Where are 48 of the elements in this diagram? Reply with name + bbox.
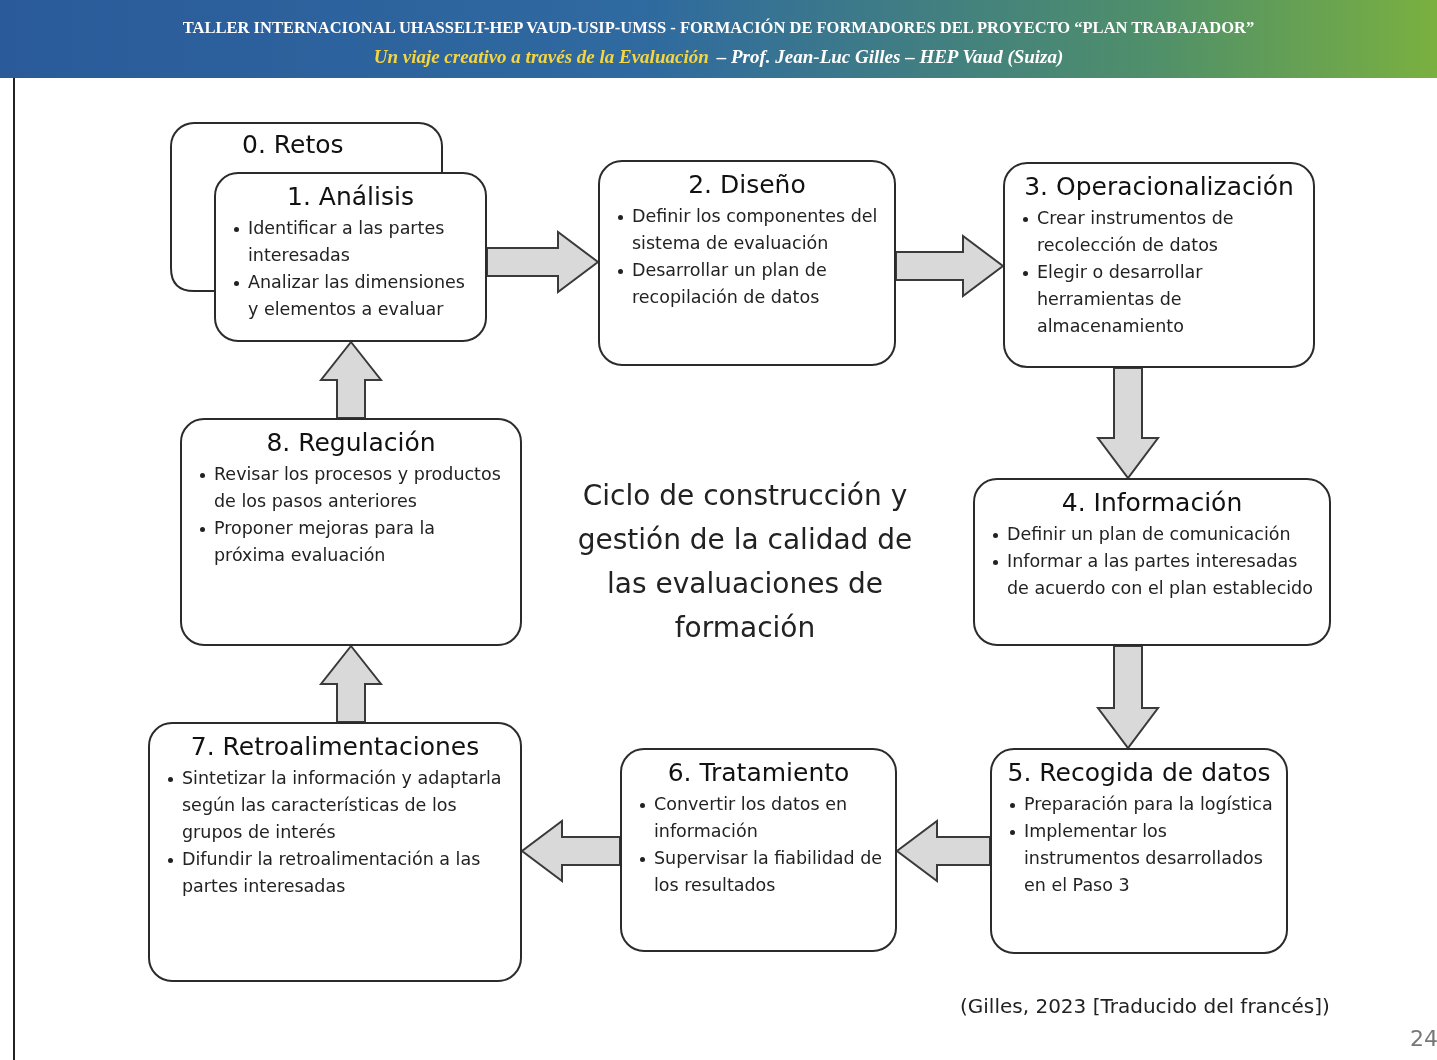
process-box [990, 748, 1288, 954]
box-heading: 3. Operacionalización [1023, 172, 1295, 201]
bullet-text: Definir los componentes del sistema de evaluación [610, 203, 884, 257]
block-arrow [486, 230, 600, 294]
bullet-text: Implementar los instrumentos desarrollados en el Paso 3 [1002, 818, 1276, 899]
block-arrow [895, 234, 1005, 298]
box-heading: 2. Diseño [687, 170, 807, 199]
bullet-text: Definir un plan de comunicación [985, 521, 1319, 548]
block-arrow [318, 644, 384, 723]
bullet-text: Convertir los datos en información [632, 791, 885, 845]
bullet-text: Revisar los procesos y productos de los pasos anteriores [192, 461, 510, 515]
bullet-text: Difundir la retroalimentación a las partes interesadas [160, 846, 510, 900]
header-title: TALLER INTERNACIONAL UHASSELT-HEP VAUD-USIP-UMSS - FORMACIÓN DE FORMADORES DEL PROYECTO “PLAN TRABAJADOR” [181, 18, 1256, 38]
process-box [148, 722, 522, 982]
citation: (Gilles, 2023 [Traducido del francés]) [960, 994, 1330, 1018]
bullet-text: Crear instrumentos de recolección de datos [1015, 205, 1303, 259]
box-heading: 4. Información [1060, 488, 1244, 517]
bullet-text: Sintetizar la información y adaptarla según las características de los grupos de interés [160, 765, 510, 846]
header-subtitle: Un viaje creativo a través de la Evaluación [373, 46, 709, 67]
bullet-text: Proponer mejoras para la próxima evaluación [192, 515, 510, 569]
process-box [598, 160, 896, 366]
block-arrow [318, 340, 384, 419]
bullet-text: Identificar a las partes interesadas [226, 215, 475, 269]
process-box [620, 748, 897, 952]
header-author: – Prof. Jean-Luc Gilles – HEP Vaud (Suiza) [716, 46, 1064, 67]
bullet-text: Desarrollar un plan de recopilación de datos [610, 257, 884, 311]
bullet-text: Informar a las partes interesadas de acuerdo con el plan establecido [985, 548, 1319, 602]
bullet-text: Supervisar la fiabilidad de los resultados [632, 845, 885, 899]
bullet-text: Elegir o desarrollar herramientas de almacenamiento [1015, 259, 1303, 340]
block-arrow [895, 819, 991, 883]
bullet-text: Analizar las dimensiones y elementos a evaluar [226, 269, 475, 323]
block-arrow [1096, 367, 1160, 480]
cycle-title: Ciclo de construcción y gestión de la calidad de las evaluaciones de formación [576, 478, 914, 646]
process-box [180, 418, 522, 646]
bullet-text: Preparación para la logística [1002, 791, 1276, 818]
box-heading: 7. Retroalimentaciones [189, 732, 481, 761]
block-arrow [1096, 645, 1160, 750]
stage-box [170, 122, 443, 172]
page-number: 24 [1410, 1026, 1437, 1051]
process-box [214, 172, 487, 342]
block-arrow [520, 819, 621, 883]
process-box [1003, 162, 1315, 368]
process-box [973, 478, 1331, 646]
box-heading: 5. Recogida de datos [1006, 758, 1272, 787]
box-heading: 1. Análisis [286, 182, 415, 211]
box-heading: 6. Tratamiento [666, 758, 851, 787]
box-heading: 8. Regulación [265, 428, 437, 457]
box-heading: 0. Retos [241, 130, 345, 159]
